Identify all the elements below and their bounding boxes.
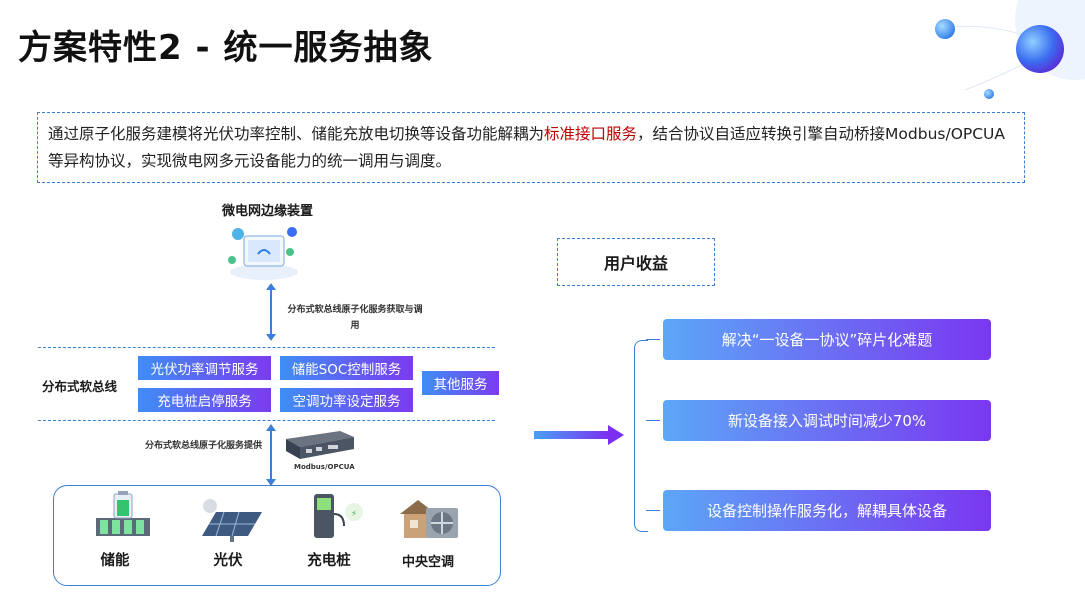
- intro-text-part1: 通过原子化服务建模将光伏功率控制、储能充放电切换等设备功能解耦为: [48, 125, 545, 143]
- soft-bus-label: 分布式软总线: [42, 379, 118, 394]
- device-air-conditioner: 中央空调: [401, 555, 454, 570]
- upper-arrow-bottom-head: [266, 334, 276, 341]
- bracket-tick-2: [646, 420, 660, 421]
- benefit-item-1: 解决“一设备一协议”碎片化难题: [663, 319, 991, 360]
- intro-highlight: 标准接口服务: [544, 125, 638, 143]
- bracket-tick-3: [646, 510, 660, 511]
- benefits-bracket: [634, 340, 648, 532]
- service-charger-startstop[interactable]: 充电桩启停服务: [138, 388, 271, 412]
- benefit-item-3: 设备控制操作服务化，解耦具体设备: [663, 490, 991, 531]
- bus-top-divider: [38, 347, 495, 348]
- device-charging-pile: 充电桩: [307, 553, 351, 569]
- upper-arrow-top-head: [266, 283, 276, 290]
- edge-device-icon: [228, 227, 298, 280]
- energy-storage-icon: [96, 491, 150, 536]
- gateway-label: Modbus/OPCUA: [294, 463, 355, 471]
- bracket-tick-1: [646, 339, 660, 340]
- device-solar: 光伏: [213, 553, 243, 569]
- lower-arrow-bottom-head: [266, 479, 276, 486]
- air-conditioner-icon: [400, 500, 458, 538]
- upper-arrow-line: [270, 289, 272, 335]
- service-pv-power[interactable]: 光伏功率调节服务: [138, 356, 271, 380]
- upper-arrow-note: 分布式软总线原子化服务获取与调用: [287, 305, 423, 331]
- lower-arrow-line: [270, 430, 272, 480]
- charging-pile-icon: ⚡: [314, 494, 363, 538]
- solar-panel-icon: [202, 499, 262, 542]
- page-title: 方案特性2 - 统一服务抽象: [18, 28, 434, 68]
- service-storage-soc[interactable]: 储能SOC控制服务: [280, 356, 413, 380]
- service-other[interactable]: 其他服务: [422, 371, 499, 395]
- bus-bottom-divider: [38, 420, 495, 421]
- decorative-spheres-graphic: [934, 0, 1085, 99]
- lower-arrow-top-head: [266, 424, 276, 431]
- intro-paragraph: 通过原子化服务建模将光伏功率控制、储能充放电切换等设备功能解耦为标准接口服务，结…: [37, 112, 1025, 183]
- benefit-item-2: 新设备接入调试时间减少70%: [663, 400, 991, 441]
- edge-device-label: 微电网边缘装置: [222, 204, 314, 219]
- devices-container: [53, 485, 501, 586]
- intro-text-part2: ，结合协议自适应转换引擎自动桥接Modbus/OPCUA等异构协议，实现微电网多…: [48, 125, 1006, 170]
- svg-text:⚡: ⚡: [351, 509, 357, 518]
- lower-arrow-note: 分布式软总线原子化服务提供: [144, 441, 262, 451]
- service-ac-power[interactable]: 空调功率设定服务: [280, 388, 413, 412]
- benefits-title: 用户收益: [557, 238, 715, 286]
- device-energy-storage: 储能: [100, 553, 130, 569]
- gateway-device-icon: [286, 431, 354, 459]
- right-arrow-icon: [534, 425, 624, 445]
